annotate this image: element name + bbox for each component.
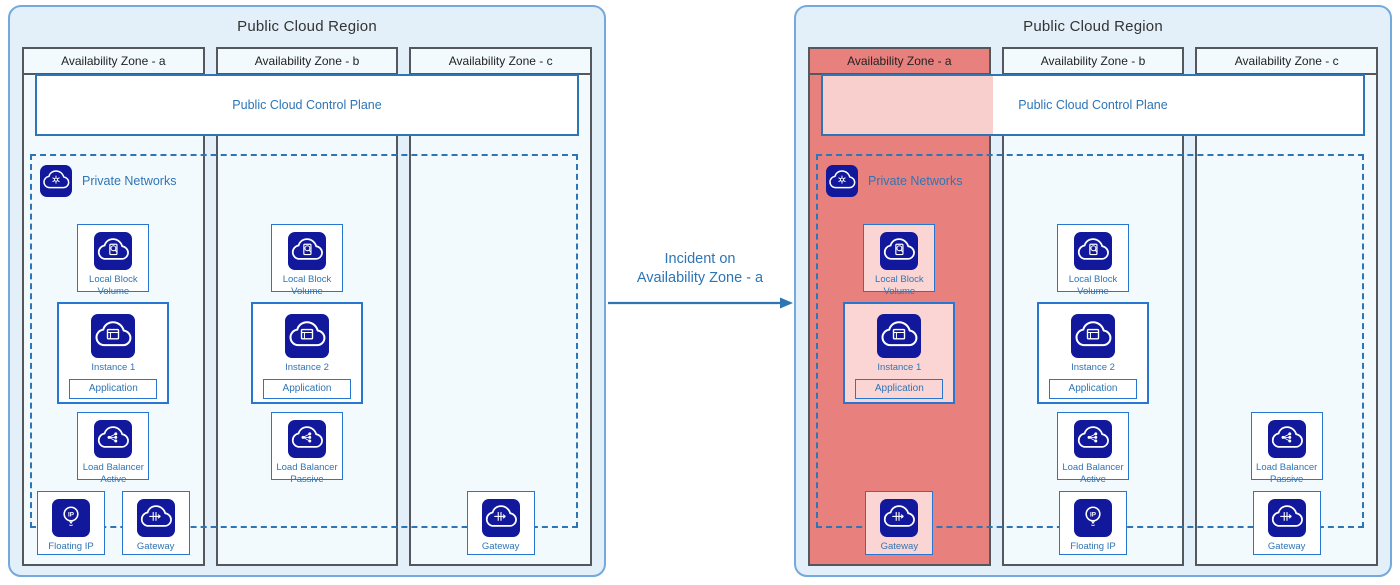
volume-box: Local Block Volume bbox=[77, 224, 150, 297]
instance-box: Instance 1 Application bbox=[843, 302, 956, 404]
item-label: Gateway bbox=[880, 541, 919, 552]
incident-annotation: Incident on Availability Zone - a bbox=[606, 250, 794, 310]
volume-icon bbox=[288, 232, 326, 270]
application-box: Application bbox=[263, 378, 351, 399]
gateway-icon bbox=[481, 499, 520, 537]
right-arrow-icon bbox=[608, 297, 793, 309]
zone-header: Availability Zone - c bbox=[1197, 49, 1377, 75]
incident-text: Incident on Availability Zone - a bbox=[606, 250, 794, 288]
item-label: Local Block Volume bbox=[282, 274, 332, 297]
incident-text-line1: Incident on bbox=[664, 251, 736, 267]
volume-icon bbox=[94, 232, 133, 270]
ip-icon: IP bbox=[52, 499, 90, 537]
item-label: Floating IP bbox=[48, 541, 94, 552]
application-box: Application bbox=[855, 378, 944, 399]
instance-box: Instance 2 Application bbox=[1037, 302, 1149, 404]
item-label: Floating IP bbox=[1070, 541, 1116, 552]
region-diagram-after: Public Cloud Region Availability Zone - … bbox=[794, 5, 1392, 577]
item-label: Gateway bbox=[136, 541, 175, 552]
item-label: Gateway bbox=[481, 541, 520, 552]
volume-box: Local Block Volume bbox=[863, 224, 936, 297]
lb-icon bbox=[1267, 420, 1306, 458]
private-networks-label: Private Networks bbox=[40, 165, 176, 197]
gateway-box: Gateway bbox=[466, 491, 535, 555]
volume-box: Local Block Volume bbox=[271, 224, 343, 297]
item-label: Instance 2 bbox=[1071, 362, 1115, 373]
svg-text:IP: IP bbox=[68, 511, 74, 518]
ip-box: IP Floating IP bbox=[37, 491, 105, 555]
instance-icon bbox=[1071, 314, 1115, 358]
private-networks-icon bbox=[40, 165, 72, 197]
region-title: Public Cloud Region bbox=[237, 18, 377, 35]
zone-header: Availability Zone - a bbox=[810, 49, 989, 75]
private-networks-label: Private Networks bbox=[826, 165, 962, 197]
instance-box: Instance 2 Application bbox=[251, 302, 363, 404]
volume-icon bbox=[1074, 232, 1112, 270]
item-label: Load Balancer Passive bbox=[276, 462, 338, 485]
lb-box: Load Balancer Active bbox=[1057, 412, 1129, 485]
region-title: Public Cloud Region bbox=[1023, 18, 1163, 35]
item-label: Local Block Volume bbox=[875, 274, 924, 297]
item-label: Instance 1 bbox=[877, 362, 922, 373]
zone-header: Availability Zone - b bbox=[1003, 49, 1183, 75]
instance-icon bbox=[285, 314, 329, 358]
gateway-box: Gateway bbox=[865, 491, 934, 555]
gateway-icon bbox=[880, 499, 919, 537]
gateway-box: Gateway bbox=[1252, 491, 1321, 555]
control-plane-box: Public Cloud Control Plane bbox=[821, 74, 1365, 136]
item-label: Gateway bbox=[1267, 541, 1306, 552]
item-label: Load Balancer Active bbox=[82, 462, 144, 485]
lb-box: Load Balancer Passive bbox=[271, 412, 343, 485]
instance-box: Instance 1 Application bbox=[57, 302, 170, 404]
lb-box: Load Balancer Active bbox=[77, 412, 150, 485]
gateway-icon bbox=[1267, 499, 1306, 537]
control-plane-box: Public Cloud Control Plane bbox=[35, 74, 579, 136]
gateway-icon bbox=[136, 499, 175, 537]
incident-text-line2: Availability Zone - a bbox=[636, 270, 764, 287]
region-diagram-before: Public Cloud Region Availability Zone - … bbox=[8, 5, 606, 577]
lb-icon bbox=[94, 420, 133, 458]
application-box: Application bbox=[69, 378, 158, 399]
lb-box: Load Balancer Passive bbox=[1250, 412, 1323, 485]
item-label: Instance 2 bbox=[285, 362, 329, 373]
private-networks-text: Private Networks bbox=[868, 174, 963, 188]
lb-icon bbox=[1074, 420, 1112, 458]
private-networks-icon bbox=[826, 165, 858, 197]
private-networks-text: Private Networks bbox=[82, 174, 177, 188]
item-label: Load Balancer Passive bbox=[1256, 462, 1318, 485]
volume-box: Local Block Volume bbox=[1057, 224, 1129, 297]
item-label: Local Block Volume bbox=[89, 274, 138, 297]
ip-icon: IP bbox=[1074, 499, 1112, 537]
instance-icon bbox=[91, 314, 136, 358]
gateway-box: Gateway bbox=[121, 491, 190, 555]
volume-icon bbox=[880, 232, 919, 270]
zone-header: Availability Zone - c bbox=[411, 49, 591, 75]
zone-header: Availability Zone - a bbox=[24, 49, 203, 75]
application-box: Application bbox=[1049, 378, 1137, 399]
instance-icon bbox=[877, 314, 922, 358]
zone-header: Availability Zone - b bbox=[217, 49, 397, 75]
item-label: Load Balancer Active bbox=[1062, 462, 1124, 485]
item-label: Local Block Volume bbox=[1068, 274, 1118, 297]
item-label: Instance 1 bbox=[91, 362, 136, 373]
ip-box: IP Floating IP bbox=[1059, 491, 1127, 555]
svg-text:IP: IP bbox=[1090, 511, 1096, 518]
lb-icon bbox=[288, 420, 326, 458]
